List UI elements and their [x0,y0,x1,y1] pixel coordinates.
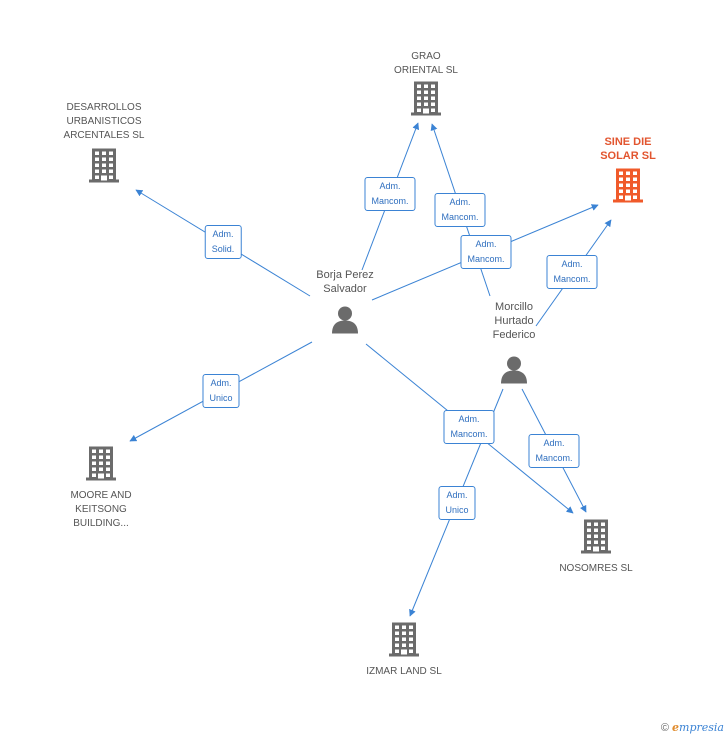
person-label-borja[interactable]: Borja Perez Salvador [316,269,374,295]
company-label-sine[interactable]: SINE DIE SOLAR SL [600,136,656,162]
person-icon[interactable] [331,306,359,339]
relation-label-borja-nosomres[interactable]: Adm. Mancom. [443,410,495,444]
building-icon[interactable] [411,81,441,121]
company-label-moore[interactable]: MOORE AND KEITSONG BUILDING... [70,490,132,529]
company-label-grao[interactable]: GRAO ORIENTAL SL [394,51,458,76]
building-icon[interactable] [581,519,611,559]
relation-label-borja-sine[interactable]: Adm. Mancom. [460,235,512,269]
empresia-logo: empresia [672,721,724,734]
relation-label-morcillo-sine[interactable]: Adm. Mancom. [546,255,598,289]
relation-label-borja-grao[interactable]: Adm. Mancom. [364,177,416,211]
relation-label-borja-moore[interactable]: Adm. Unico [202,374,240,408]
company-label-nosomres[interactable]: NOSOMRES SL [559,563,633,574]
building-icon[interactable] [86,446,116,486]
relation-label-morcillo-izmar[interactable]: Adm. Unico [438,486,476,520]
company-label-desarrollos[interactable]: DESARROLLOS URBANISTICOS ARCENTALES SL [63,102,145,141]
building-icon[interactable] [389,622,419,662]
person-icon[interactable] [500,356,528,389]
building-icon[interactable] [89,148,119,188]
relation-label-morcillo-nosomres[interactable]: Adm. Mancom. [528,434,580,468]
footer-brand: © empresia [661,721,724,734]
relation-label-morcillo-grao[interactable]: Adm. Mancom. [434,193,486,227]
copyright-symbol: © [660,722,669,734]
building-icon[interactable] [613,168,643,208]
person-label-morcillo[interactable]: Morcillo Hurtado Federico [492,301,536,341]
company-label-izmar[interactable]: IZMAR LAND SL [366,666,442,677]
relation-label-borja-desarrollos[interactable]: Adm. Solid. [204,225,242,259]
